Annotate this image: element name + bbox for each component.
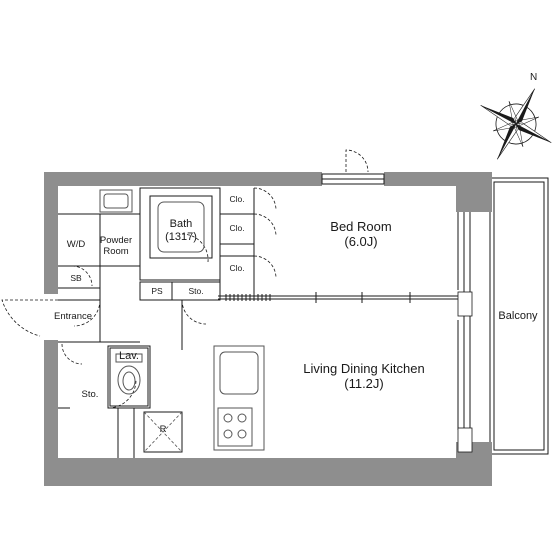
closet-label-3: Clo.	[229, 263, 245, 273]
balcony-outline	[489, 177, 549, 455]
storage-upper-label: Sto.	[188, 286, 204, 296]
refrigerator-label: R	[159, 424, 167, 435]
washbasin	[99, 189, 133, 213]
compass-north-label: N	[530, 72, 537, 83]
ldk-size: (11.2J)	[344, 375, 384, 391]
kitchen-counter	[213, 345, 265, 451]
wd-label: W/D	[66, 239, 86, 250]
bath-size: (1317)	[165, 230, 197, 243]
balcony-sash	[457, 212, 471, 442]
closet-label-2: Clo.	[229, 223, 245, 233]
bed-room-name: Bed Room	[330, 219, 392, 234]
lav-label: Lav.	[119, 350, 139, 362]
partition-ticks	[225, 292, 411, 303]
ldk-name: Living Dining Kitchen	[303, 361, 425, 376]
ldk-label: Living Dining Kitchen (11.2J)	[282, 361, 446, 392]
balcony-label: Balcony	[498, 310, 538, 322]
bath-label: Bath (1317)	[150, 218, 212, 243]
closet-label-1: Clo.	[229, 194, 245, 204]
bed-room-size: (6.0J)	[344, 233, 378, 249]
exterior-walls	[44, 172, 492, 486]
door-swings	[1, 149, 369, 409]
entrance-label: Entrance	[53, 311, 93, 322]
fridge-diagonals	[143, 411, 183, 453]
top-window	[321, 173, 385, 185]
compass-rose-icon	[480, 88, 552, 160]
bathtub	[157, 201, 205, 253]
powder-room-line1: Powder	[99, 235, 133, 246]
bath-name: Bath	[169, 218, 193, 230]
balcony-vents	[457, 291, 473, 453]
bed-room-label: Bed Room (6.0J)	[316, 219, 406, 250]
toilet	[115, 353, 143, 395]
powder-room-label: Powder Room	[92, 235, 140, 258]
powder-room-line2: Room	[103, 245, 129, 257]
pipe-space-label: PS	[151, 286, 163, 296]
sb-label: SB	[70, 273, 82, 283]
storage-lower-label: Sto.	[81, 389, 99, 400]
